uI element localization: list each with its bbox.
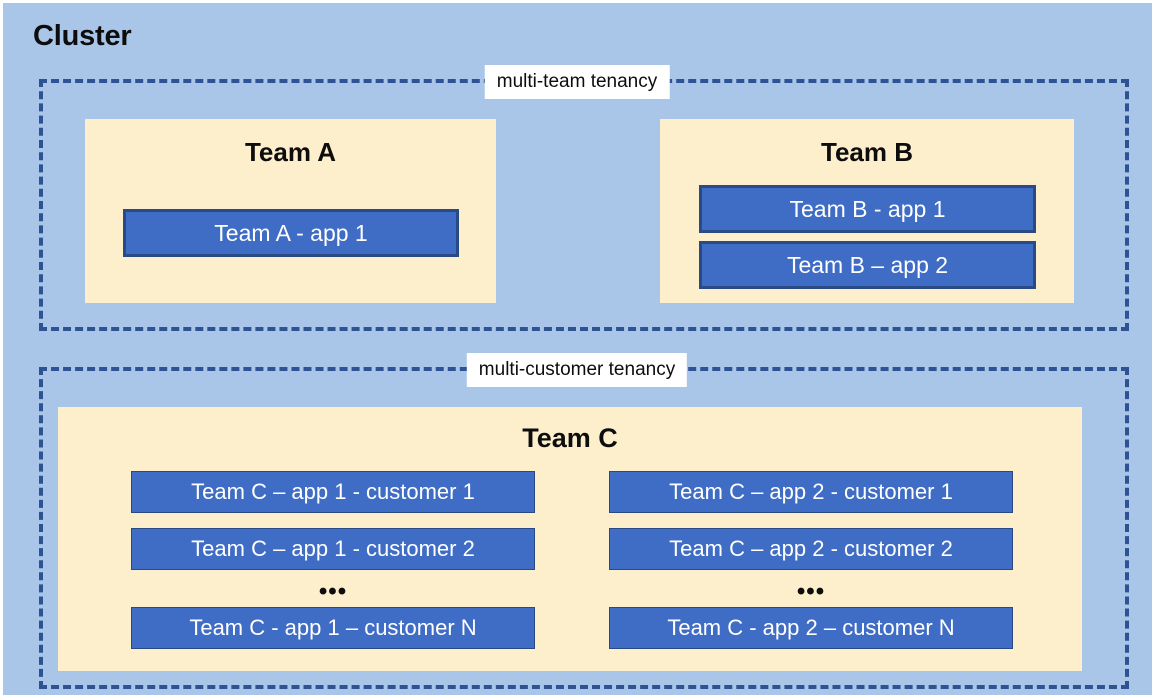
app-box-team-c-app-1-customer-1[interactable]: Team C – app 1 - customer 1 xyxy=(131,471,535,513)
team-box-a: Team A Team A - app 1 xyxy=(85,119,496,303)
app-box-team-c-app-2-customer-2[interactable]: Team C – app 2 - customer 2 xyxy=(609,528,1013,570)
team-c-column-app-1: Team C – app 1 - customer 1 Team C – app… xyxy=(131,471,535,664)
team-a-title: Team A xyxy=(244,137,337,167)
ellipsis-team-c-app-1: ••• xyxy=(318,578,348,605)
app-box-team-c-app-2-customer-1[interactable]: Team C – app 2 - customer 1 xyxy=(609,471,1013,513)
team-b-title: Team B xyxy=(821,137,913,167)
team-c-column-app-2: Team C – app 2 - customer 1 Team C – app… xyxy=(609,471,1013,664)
app-box-team-b-app-1[interactable]: Team B - app 1 xyxy=(699,185,1036,233)
team-box-c: Team C Team C – app 1 - customer 1 Team … xyxy=(58,407,1082,671)
ellipsis-team-c-app-2: ••• xyxy=(796,578,826,605)
app-box-team-c-app-1-customer-2[interactable]: Team C – app 1 - customer 2 xyxy=(131,528,535,570)
app-box-team-b-app-2[interactable]: Team B – app 2 xyxy=(699,241,1036,289)
team-c-title: Team C xyxy=(522,423,618,453)
app-box-team-a-app-1[interactable]: Team A - app 1 xyxy=(123,209,459,257)
page-title: Cluster xyxy=(33,20,132,52)
app-box-team-c-app-1-customer-n[interactable]: Team C - app 1 – customer N xyxy=(131,607,535,649)
app-box-team-c-app-2-customer-n[interactable]: Team C - app 2 – customer N xyxy=(609,607,1013,649)
zone-label-multi-customer-tenancy: multi-customer tenancy xyxy=(466,353,688,387)
zone-label-multi-team-tenancy: multi-team tenancy xyxy=(484,65,670,99)
team-box-b: Team B Team B - app 1 Team B – app 2 xyxy=(660,119,1074,303)
